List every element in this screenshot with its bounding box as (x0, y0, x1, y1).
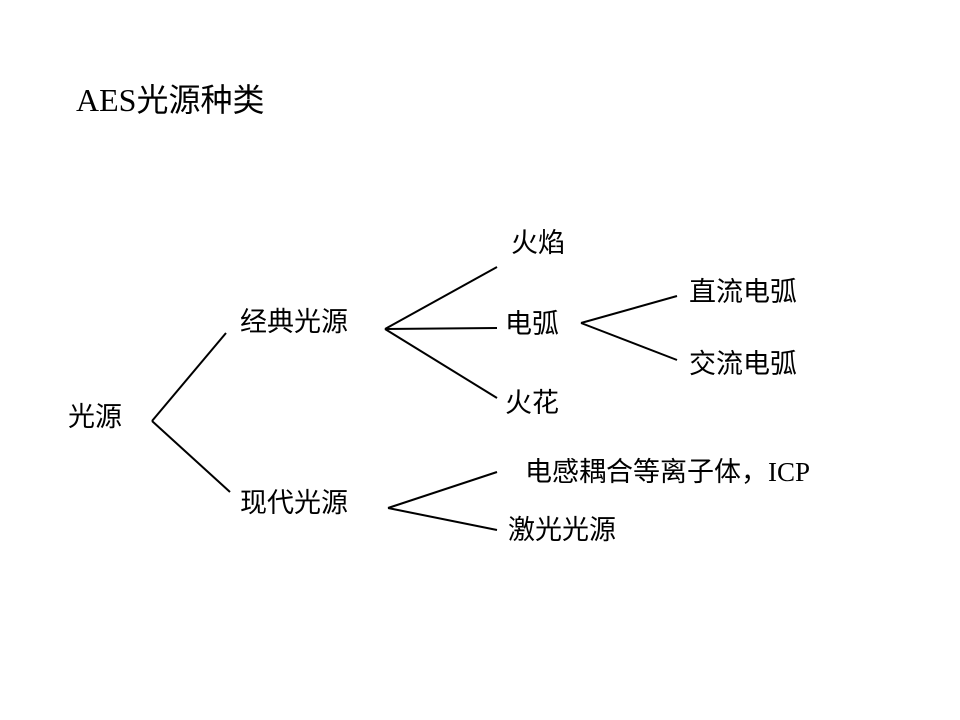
node-icp-abbr: ICP (768, 457, 811, 487)
connector-classic-spark (384, 328, 498, 399)
connector-modern-icp (387, 471, 498, 509)
node-root: 光源 (68, 402, 122, 433)
node-modern: 现代光源 (240, 488, 348, 519)
connector-classic-flame (384, 266, 498, 330)
node-ac-arc: 交流电弧 (689, 349, 797, 380)
node-laser: 激光光源 (508, 515, 616, 546)
slide-title-latin: AES (76, 82, 137, 118)
node-classic: 经典光源 (240, 307, 348, 338)
node-arc: 电弧 (505, 309, 559, 340)
connector-root-modern (151, 420, 231, 493)
node-flame: 火焰 (511, 228, 565, 259)
slide-title: AES光源种类 (76, 78, 264, 122)
node-dc-arc: 直流电弧 (689, 277, 797, 308)
connector-arc-dc (580, 295, 678, 324)
connector-arc-ac (580, 322, 678, 361)
node-icp-chinese: 电感耦合等离子体， (525, 457, 768, 488)
slide-title-chinese: 光源种类 (136, 81, 265, 119)
node-spark: 火花 (505, 388, 559, 419)
connector-classic-arc (384, 327, 498, 330)
connector-modern-laser (387, 507, 498, 531)
connector-root-classic (151, 332, 227, 422)
node-icp: 电感耦合等离子体，ICP (525, 454, 810, 491)
